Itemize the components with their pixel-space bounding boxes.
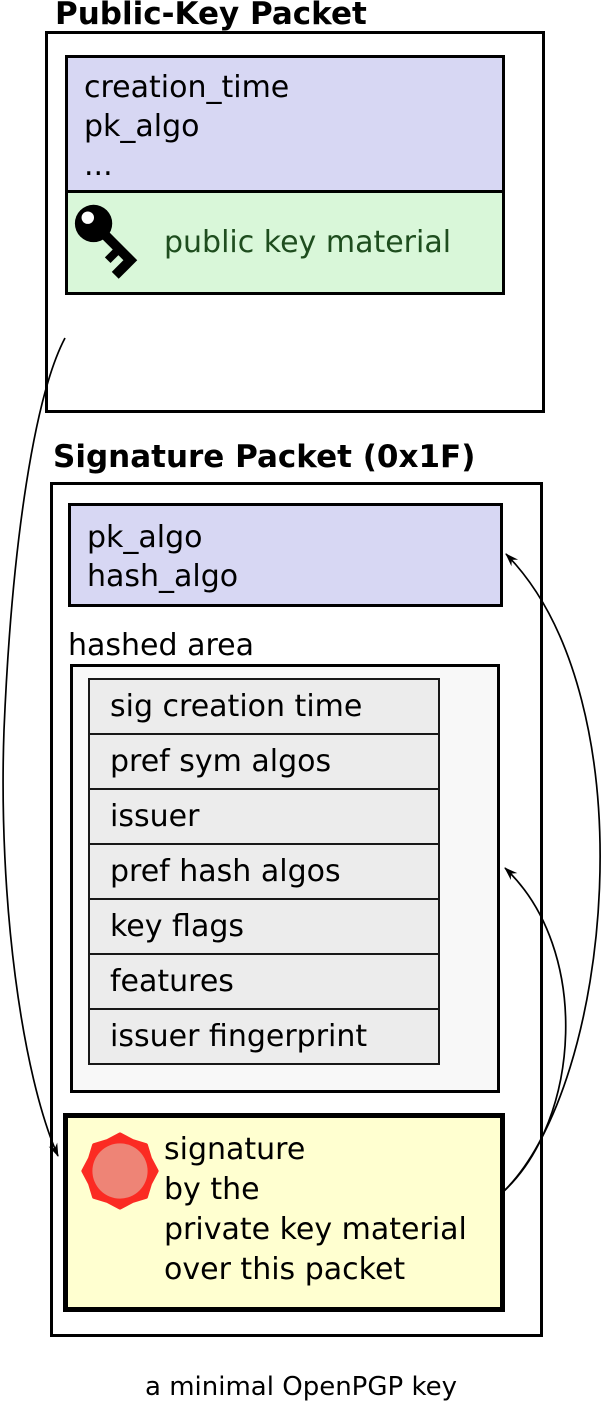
- subpacket-key-flags: key flags: [88, 898, 440, 955]
- hashed-area-box: sig creation time pref sym algos issuer …: [70, 664, 500, 1093]
- subpacket-list: sig creation time pref sym algos issuer …: [88, 678, 440, 1065]
- subpacket-issuer-fingerprint: issuer fingerprint: [88, 1008, 440, 1065]
- signature-block-text: signature by the private key material ov…: [164, 1130, 467, 1290]
- field-creation-time: creation_time: [84, 70, 290, 105]
- subpacket-issuer: issuer: [88, 788, 440, 845]
- field-pk-algo: pk_algo: [87, 520, 203, 555]
- subpacket-pref-sym-algos: pref sym algos: [88, 733, 440, 790]
- public-key-material-label: public key material: [164, 225, 452, 260]
- signature-line-1: signature: [164, 1132, 306, 1167]
- subpacket-features: features: [88, 953, 440, 1010]
- key-icon: [74, 201, 154, 285]
- hashed-area-label: hashed area: [68, 628, 254, 663]
- subpacket-pref-hash-algos: pref hash algos: [88, 843, 440, 900]
- field-ellipsis: ...: [84, 148, 113, 183]
- signature-line-3: private key material: [164, 1212, 467, 1247]
- signature-block-box: signature by the private key material ov…: [63, 1113, 505, 1312]
- signature-line-2: by the: [164, 1172, 260, 1207]
- seal-icon: [74, 1125, 166, 1217]
- public-key-material-box: public key material: [65, 190, 505, 295]
- signature-packet-title: Signature Packet (0x1F): [53, 439, 476, 475]
- diagram-caption: a minimal OpenPGP key: [145, 1372, 457, 1402]
- subpacket-sig-creation-time: sig creation time: [88, 678, 440, 735]
- signature-line-4: over this packet: [164, 1252, 406, 1287]
- field-hash-algo: hash_algo: [87, 559, 239, 594]
- public-key-header-fields: creation_time pk_algo ...: [65, 55, 505, 193]
- public-key-packet-title: Public-Key Packet: [55, 0, 367, 32]
- field-pk-algo: pk_algo: [84, 109, 200, 144]
- signature-header-fields: pk_algo hash_algo: [68, 503, 503, 607]
